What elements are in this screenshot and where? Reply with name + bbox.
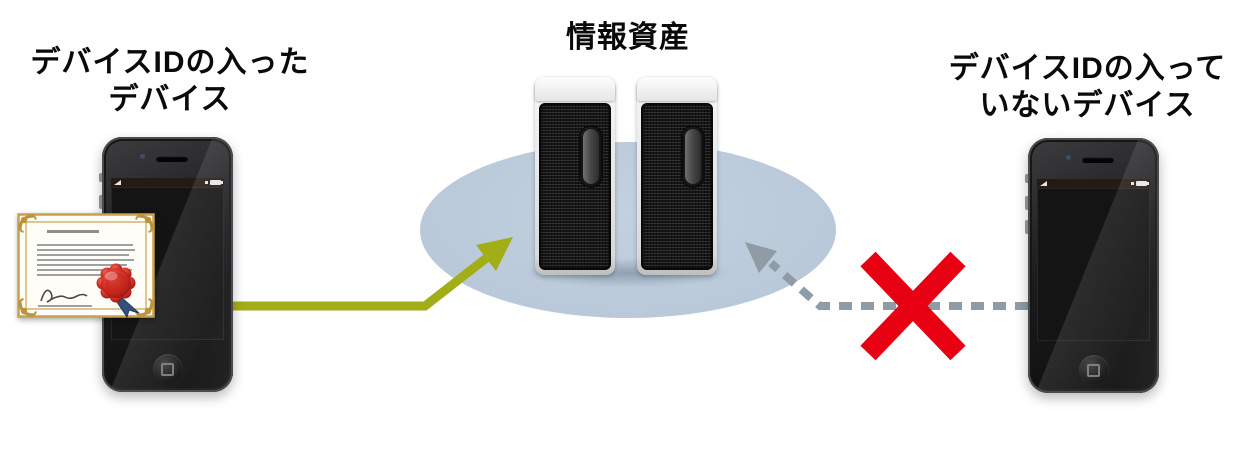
earpiece-speaker-icon <box>1081 157 1114 163</box>
server-top-cap <box>637 77 717 101</box>
left-device-label: デバイスIDの入った デバイス <box>10 44 330 118</box>
signal-icon <box>1040 181 1047 186</box>
left-device-label-line2: デバイス <box>108 83 232 116</box>
certificate-icon <box>17 213 155 318</box>
red-cross-icon <box>860 251 966 361</box>
asset-title: 情報資産 <box>478 19 778 56</box>
home-button <box>1078 355 1109 385</box>
wax-seal-icon <box>96 263 140 318</box>
phone-statusbar <box>1037 179 1150 188</box>
phone-screen <box>1037 188 1150 341</box>
volume-down-button <box>1025 220 1028 234</box>
server-drive-slot <box>581 126 601 186</box>
asset-title-text: 情報資産 <box>566 21 690 54</box>
smartphone-icon <box>1025 138 1159 393</box>
dashed-arrow-icon <box>745 242 1028 310</box>
left-device-label-line1: デバイスIDの入った <box>30 46 310 79</box>
home-button <box>152 354 183 384</box>
server-drive-slot <box>683 126 703 186</box>
volume-up-button <box>99 195 102 209</box>
right-device-label: デバイスIDの入って いないデバイス <box>935 50 1240 124</box>
server-tower-icon <box>637 77 717 275</box>
asset-zone-ellipse <box>420 142 836 318</box>
phone-statusbar <box>111 178 224 187</box>
solid-arrow-icon <box>233 237 513 311</box>
mute-switch <box>99 173 102 182</box>
front-camera-icon <box>1066 155 1071 160</box>
volume-up-button <box>1025 196 1028 210</box>
front-camera-icon <box>140 154 145 159</box>
right-device-label-line2: いないデバイス <box>979 89 1196 122</box>
mute-switch <box>1025 174 1028 183</box>
battery-icon <box>205 180 223 185</box>
signal-icon <box>114 180 121 185</box>
server-top-cap <box>535 77 615 101</box>
right-device-label-line1: デバイスIDの入って <box>948 52 1227 85</box>
battery-icon <box>1131 181 1149 186</box>
server-tower-icon <box>535 77 615 275</box>
earpiece-speaker-icon <box>155 156 188 162</box>
